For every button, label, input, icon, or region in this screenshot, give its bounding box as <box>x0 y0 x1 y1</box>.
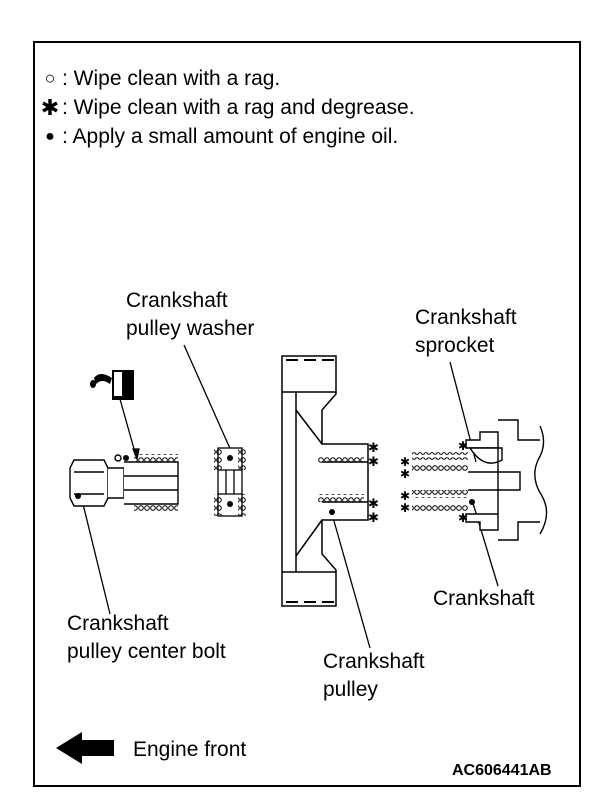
svg-text:✱: ✱ <box>368 496 379 511</box>
label-pulley-washer-line2: pulley washer <box>126 317 255 340</box>
label-sprocket: Crankshaft sprocket <box>415 304 517 360</box>
label-center-bolt-line2: pulley center bolt <box>67 640 226 663</box>
diagram-frame <box>33 41 581 787</box>
legend-row-oil: ● : Apply a small amount of engine oil. <box>38 122 415 151</box>
leader-pulley-washer <box>183 344 233 454</box>
engine-front-label: Engine front <box>133 738 247 761</box>
svg-text:✱: ✱ <box>400 489 410 503</box>
arrow-left-icon <box>56 732 114 764</box>
open-circle-icon: ○ <box>44 68 56 88</box>
legend-row-degrease: ✱ : Wipe clean with a rag and degrease. <box>38 93 415 122</box>
crankshaft-pulley: ✱ ✱ ✱ ✱ <box>281 355 379 607</box>
legend: ○ : Wipe clean with a rag. ✱ : Wipe clea… <box>38 64 415 151</box>
label-crankshaft: Crankshaft <box>433 585 535 613</box>
oil-can-icon <box>90 370 134 400</box>
svg-text:✱: ✱ <box>368 440 379 455</box>
label-pulley-washer-line1: Crankshaft <box>126 289 228 312</box>
svg-text:✱: ✱ <box>400 455 410 469</box>
svg-text:✱: ✱ <box>458 439 468 453</box>
leader-crankshaft <box>471 499 499 587</box>
label-pulley: Crankshaft pulley <box>323 648 425 704</box>
svg-text:✱: ✱ <box>368 510 379 525</box>
label-crankshaft-line1: Crankshaft <box>433 587 535 610</box>
crankshaft-sprocket: ✱ ✱ ✱ ✱ ✱ ✱ <box>400 431 503 531</box>
svg-text:✱: ✱ <box>368 454 379 469</box>
asterisk-icon: ✱ <box>40 95 60 120</box>
leader-oil-can <box>117 391 137 457</box>
crankshaft <box>468 419 548 541</box>
label-sprocket-line1: Crankshaft <box>415 306 517 329</box>
label-center-bolt-line1: Crankshaft <box>67 612 169 635</box>
label-center-bolt: Crankshaft pulley center bolt <box>67 610 226 666</box>
legend-text-wipe: : Wipe clean with a rag. <box>62 67 281 90</box>
center-bolt <box>69 454 179 512</box>
legend-text-oil: : Apply a small amount of engine oil. <box>62 125 399 148</box>
label-pulley-line1: Crankshaft <box>323 650 425 673</box>
leader-pulley <box>331 513 371 649</box>
label-pulley-washer: Crankshaft pulley washer <box>126 287 254 343</box>
svg-text:✱: ✱ <box>458 511 468 525</box>
svg-text:✱: ✱ <box>400 467 410 481</box>
pulley-washer <box>214 447 246 517</box>
label-sprocket-line2: sprocket <box>415 334 495 357</box>
label-pulley-line2: pulley <box>323 678 378 701</box>
filled-dot-icon: ● <box>45 128 55 145</box>
legend-row-wipe: ○ : Wipe clean with a rag. <box>38 64 415 93</box>
legend-text-degrease: : Wipe clean with a rag and degrease. <box>62 96 415 119</box>
figure-id: AC606441AB <box>452 762 552 779</box>
svg-text:✱: ✱ <box>400 501 410 515</box>
leader-center-bolt <box>81 499 111 615</box>
